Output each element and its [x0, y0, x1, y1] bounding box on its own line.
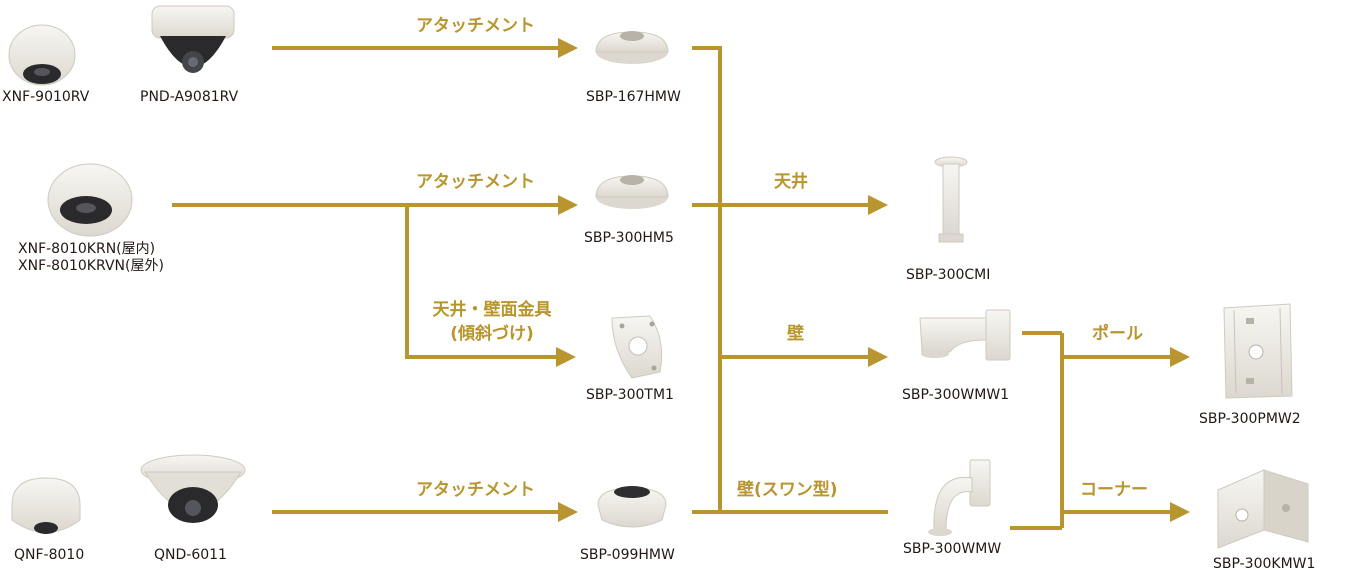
camera-xnf8010krn-image: [47, 163, 133, 237]
connector-label-wall-swan: 壁(スワン型): [737, 480, 838, 500]
accessory-label-sbp300pmw2: SBP-300PMW2: [1199, 411, 1301, 427]
accessory-label-sbp300kmw1: SBP-300KMW1: [1213, 556, 1316, 572]
arrow-ceiling: [868, 195, 888, 215]
accessory-label-sbp167hmw: SBP-167HMW: [586, 89, 681, 105]
accessory-label-sbp300tm1: SBP-300TM1: [586, 387, 674, 403]
connector-label-tilt-line2: (傾斜づけ): [450, 324, 534, 344]
arrow-corner: [1170, 502, 1190, 522]
connector-label-pole: ポール: [1092, 324, 1143, 344]
arrow-sbp167: [558, 38, 578, 58]
camera-xnf9010rv-image: [8, 24, 76, 86]
line-sbp167-trunk: [692, 46, 722, 514]
camera-label-xnf8010krvn: XNF-8010KRVN(屋外): [18, 258, 164, 274]
accessory-sbp167hmw-image: [595, 31, 669, 64]
connector-label-tilt-line1: 天井・壁面金具: [432, 300, 552, 320]
arrow-pole: [1170, 347, 1190, 367]
arrowheads: [556, 38, 1190, 522]
connector-label-ceiling: 天井: [774, 172, 808, 192]
camera-label-xnf8010krn: XNF-8010KRN(屋内): [18, 241, 156, 257]
arrow-sbp300tm1: [556, 347, 576, 367]
camera-label-qnd6011: QND-6011: [154, 547, 227, 563]
accessory-sbp300wmw1-image: [919, 309, 1011, 361]
accessory-label-sbp300hm5: SBP-300HM5: [584, 230, 674, 246]
accessory-sbp300pmw2-image: [1223, 303, 1293, 399]
connector-label-attachment-2: アタッチメント: [416, 172, 535, 192]
connector-label-wall: 壁: [787, 324, 804, 344]
camera-qnd6011-image: [140, 454, 246, 523]
camera-qnf8010-image: [11, 477, 81, 534]
arrow-wall: [868, 347, 888, 367]
camera-label-pnda9081rv: PND-A9081RV: [140, 89, 239, 105]
line-branch-to-sbp300tm1: [405, 205, 558, 359]
accessory-label-sbp300wmw1: SBP-300WMW1: [902, 387, 1010, 403]
connector-label-attachment-3: アタッチメント: [416, 480, 535, 500]
accessory-sbp300cmi-image: [934, 156, 968, 243]
camera-label-xnf9010rv: XNF-9010RV: [2, 89, 90, 105]
accessory-label-sbp300cmi: SBP-300CMI: [906, 267, 991, 283]
camera-pnda9081rv-image: [151, 5, 235, 73]
accessory-sbp099hmw-image: [597, 486, 667, 528]
arrow-sbp300hm5: [558, 195, 578, 215]
accessory-sbp300kmw1-image: [1217, 469, 1309, 549]
connector-label-corner: コーナー: [1080, 480, 1148, 500]
accessory-label-sbp300wmw: SBP-300WMW: [903, 541, 1002, 557]
accessory-sbp300wmw-image: [928, 459, 991, 536]
accessory-label-sbp099hmw: SBP-099HMW: [580, 547, 675, 563]
accessory-sbp300hm5-image: [595, 175, 669, 209]
camera-label-qnf8010: QNF-8010: [14, 547, 85, 563]
connector-lines: [172, 46, 1172, 530]
connector-label-attachment-1: アタッチメント: [416, 16, 535, 36]
arrow-sbp099: [558, 502, 578, 522]
accessory-sbp300tm1-image: [611, 315, 663, 379]
